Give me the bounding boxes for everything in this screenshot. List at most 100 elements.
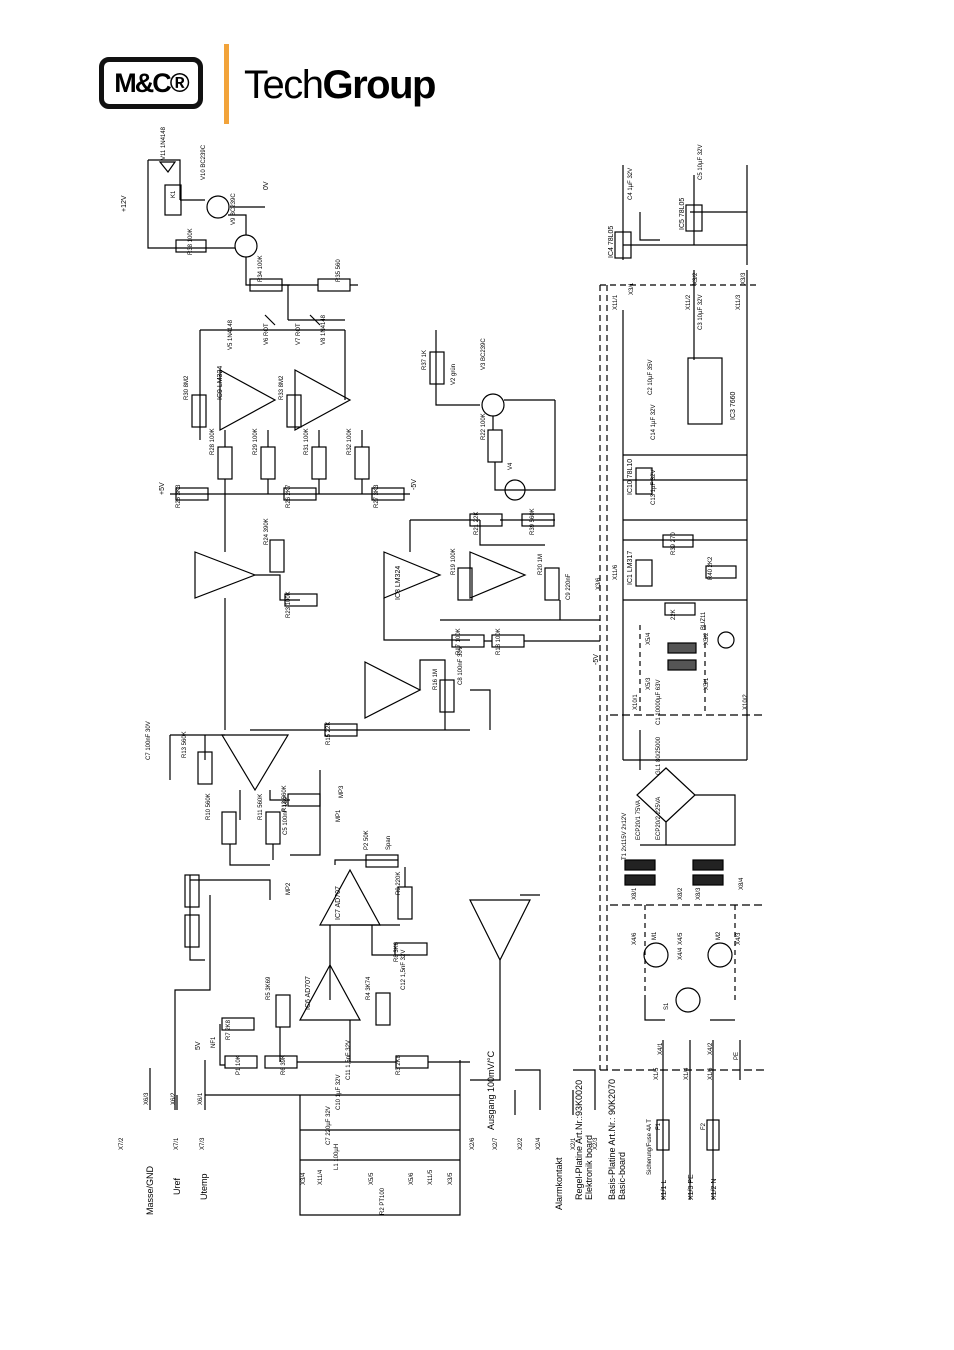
part-label: R5 3K69 (266, 976, 272, 1000)
part-label: V9 BC239C (231, 193, 237, 225)
board-label-3: Basis-Platine Art.Nr.: 90K2070 (607, 1079, 617, 1200)
terminal-label: X2/4 (536, 1137, 542, 1150)
part-label: R32 100K (347, 428, 353, 455)
terminal-label: X3/2 (693, 272, 699, 285)
part-label: R6 39K (281, 1055, 287, 1075)
terminal-label: X11/5 (428, 1169, 434, 1185)
ic-label-ic7: IC7 AD707 (335, 886, 342, 920)
part-label: R19 100K (451, 548, 457, 575)
ic8-input-stage (169, 734, 321, 866)
terminal-label: X6/2 (171, 1092, 177, 1105)
terminal-label: X3/5 (448, 1172, 454, 1185)
part-label: V3 BC239C (481, 338, 487, 370)
part-label: V10 BC239C (201, 144, 207, 180)
terminal-label: X11/2 (686, 294, 692, 310)
terminal-label: X4/5 (678, 932, 684, 945)
part-label: C2 10µF 35V (648, 360, 654, 395)
part-label: R21 22K (474, 512, 480, 535)
part-label: C12 1,5nF 32V (401, 950, 407, 990)
part-label: V4 (508, 462, 514, 470)
label-utemp: Utemp (199, 1173, 209, 1200)
label-masse-gnd: Masse/GND (145, 1165, 155, 1215)
part-label: R37 1K (422, 350, 428, 370)
terminal-label: X4/1 (658, 1042, 664, 1055)
terminal-label: X8/2 (678, 887, 684, 900)
rail-0v-top: 0V (263, 181, 270, 190)
terminal-label: X5/2 (704, 632, 710, 645)
rail-5v: 5V (195, 1041, 202, 1050)
label-x1-1-l: X1/1 L (661, 1180, 668, 1200)
part-label: R11 560K (258, 794, 264, 820)
ic-label-ic8: IC8 LM324 (395, 566, 402, 600)
rail-plus12v: +12V (121, 195, 128, 212)
part-label: R26 2K7 (286, 484, 292, 508)
part-label: C10 1µF 32V (336, 1075, 342, 1110)
ic-label-ic1: IC1 LM317 (627, 551, 634, 585)
ic-label-ic10: IC10 78L10 (627, 459, 634, 495)
terminal-label: X10/1 (633, 694, 639, 710)
terminal-label: X8/1 (632, 887, 638, 900)
part-label: R7 2K8 (226, 1019, 232, 1040)
terminal-label: X4/2 (708, 1042, 714, 1055)
part-label: PE (734, 1052, 740, 1060)
terminal-label: X7/3 (200, 1137, 206, 1150)
relay-section (147, 159, 358, 321)
part-label: C1 10000µF 63V (656, 680, 662, 726)
part-label: GL1 80/25000 (656, 736, 662, 775)
techgroup-wordmark: TechGroup (244, 63, 436, 108)
alarm-contacts (514, 1069, 596, 1115)
terminal-label: X3/1 (629, 282, 635, 295)
label-uref: Uref (172, 1177, 182, 1195)
terminal-label: X11/3 (736, 294, 742, 310)
ic9-buffer (194, 520, 318, 730)
part-label: ECP20/1 75VA (636, 800, 642, 840)
terminal-label: X5/4 (646, 632, 652, 645)
rail-minus5v: -5V (411, 479, 418, 490)
part-label: R18 100K (496, 628, 502, 655)
rail-plus5v: +5V (159, 482, 166, 495)
led-driver (429, 330, 556, 501)
part-label: 22K (671, 609, 677, 620)
terminal-label: X2/2 (518, 1137, 524, 1150)
power-section (599, 165, 765, 1200)
part-label: R10 560K (206, 793, 212, 820)
part-label: R12 560K (282, 785, 288, 812)
terminal-label: X3/4 (301, 1172, 307, 1185)
part-label: V8 1N4148 (321, 314, 327, 345)
part-label: L1 100µH (334, 1144, 340, 1170)
terminal-label: X5/1 (704, 677, 710, 690)
part-label: C7 220µF 32V (326, 1106, 332, 1145)
part-label: C4 1µF 32V (628, 168, 634, 200)
terminal-label: X2/3 (593, 1137, 599, 1150)
terminal-label: X5/5 (369, 1172, 375, 1185)
part-label: R8 3K6 (394, 941, 400, 962)
logo-text: M&C® (114, 67, 189, 98)
part-label: F1 (656, 1122, 662, 1130)
rail-minus5v-right: -5V (593, 654, 600, 665)
part-label: C14 1µF 32V (651, 405, 657, 440)
part-label: K1 (171, 190, 177, 198)
part-label: V11 1N4148 (161, 126, 167, 160)
board-label-4: Basic-board (617, 1152, 627, 1200)
part-label: M2 (716, 931, 722, 940)
part-label: C8 100nF 30V (458, 646, 464, 685)
part-label: R38 100K (188, 228, 194, 255)
label-x1-2-n: X1/2 N (711, 1179, 718, 1200)
part-label: P2 50K (364, 830, 370, 850)
terminal-label: X2/1 (571, 1137, 577, 1150)
part-label: ECP20/2 225VA (656, 797, 662, 840)
part-label: MP2 (286, 882, 292, 895)
part-label: C5 10µF 32V (698, 145, 704, 180)
part-label: R33 8M2 (279, 375, 285, 400)
ic-label-ic5: IC5 78L05 (679, 198, 686, 230)
part-label: R30 8M2 (184, 375, 190, 400)
ic-label-ic3: IC3 7660 (730, 391, 737, 420)
board-label-2: Elektronik board (584, 1135, 594, 1200)
terminal-label: X7/1 (174, 1137, 180, 1150)
ad707-section (219, 854, 470, 1216)
terminal-label: X2/6 (470, 1137, 476, 1150)
part-label: V2 grün (451, 364, 457, 385)
terminal-label: X1/6 (708, 1067, 714, 1080)
terminal-label: X3/6 (596, 577, 602, 590)
